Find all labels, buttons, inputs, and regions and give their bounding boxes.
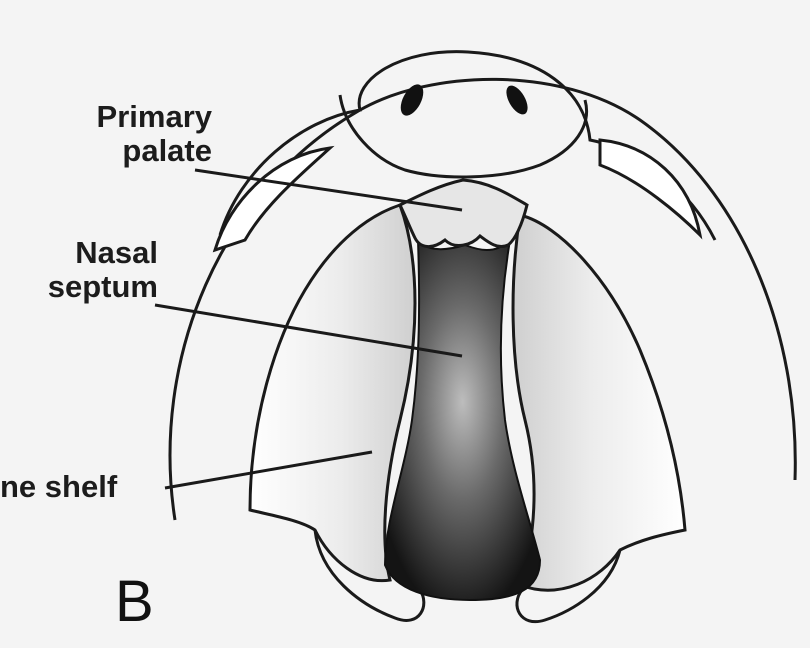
right-cheek-flap xyxy=(600,140,700,235)
primary-palate-label: Primary palate xyxy=(40,100,212,168)
primary-palate-label-line2: palate xyxy=(40,134,212,168)
primary-palate-leader xyxy=(195,170,462,210)
frontonasal-process xyxy=(340,95,587,177)
palatine-shelf-label-text: ne shelf xyxy=(0,469,117,504)
palatine-shelf-label: ne shelf xyxy=(0,470,117,504)
left-cheek-flap xyxy=(215,148,330,250)
primary-palate xyxy=(400,180,527,247)
nasal-septum-label-line1: Nasal xyxy=(0,236,158,270)
panel-letter: B xyxy=(115,572,154,632)
primary-palate-label-line1: Primary xyxy=(40,100,212,134)
right-nostril xyxy=(502,82,532,118)
nasal-septum-label: Nasal septum xyxy=(0,236,158,304)
right-palatine-shelf xyxy=(513,215,685,590)
nasal-septum-label-line2: septum xyxy=(0,270,158,304)
